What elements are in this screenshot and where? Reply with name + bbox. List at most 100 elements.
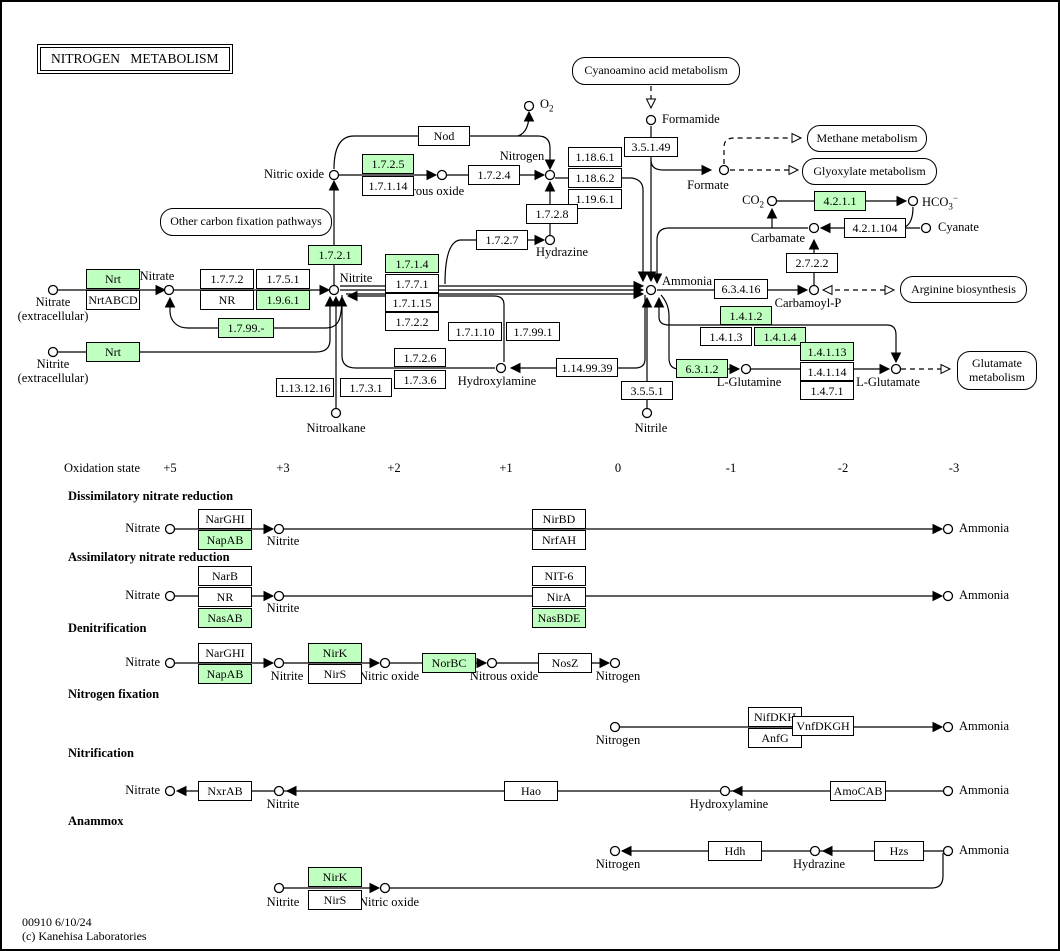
compound-node-hco[interactable]	[907, 195, 919, 207]
enzyme-box-nasab[interactable]: NasAB	[198, 608, 252, 628]
compound-node-nitrogen[interactable]	[609, 845, 621, 857]
enzyme-box-1-7-2-2[interactable]: 1.7.2.2	[385, 312, 439, 331]
compound-node-hydrazine[interactable]	[809, 845, 821, 857]
enzyme-box-1-7-7-1[interactable]: 1.7.7.1	[385, 274, 439, 293]
compound-node-nitrite[interactable]	[273, 523, 285, 535]
enzyme-box-1-19-6-1[interactable]: 1.19.6.1	[568, 189, 622, 209]
pathway-link-glutamate-metabolism[interactable]: Glutamate metabolism	[957, 351, 1037, 390]
compound-node-ammonia[interactable]	[942, 523, 954, 535]
enzyme-box-1-4-1-14[interactable]: 1.4.1.14	[800, 362, 854, 381]
enzyme-box-nrt[interactable]: Nrt	[86, 342, 140, 362]
compound-node-l-glutamate[interactable]	[890, 363, 902, 375]
compound-node-formate[interactable]	[718, 164, 730, 176]
compound-node-nitrite[interactable]	[273, 785, 285, 797]
enzyme-box-2-7-2-2[interactable]: 2.7.2.2	[786, 253, 838, 273]
compound-node-nitrate[interactable]	[164, 657, 176, 669]
enzyme-box-narghi[interactable]: NarGHI	[198, 643, 252, 663]
compound-node-nitric-oxide[interactable]	[379, 882, 391, 894]
enzyme-box-1-7-99[interactable]: 1.7.99.-	[218, 318, 274, 338]
compound-node-o[interactable]	[523, 100, 535, 112]
enzyme-box-1-7-2-7[interactable]: 1.7.2.7	[476, 230, 528, 250]
compound-node-carbamoyl-p[interactable]	[808, 284, 820, 296]
pathway-link-methane-metabolism[interactable]: Methane metabolism	[807, 125, 927, 152]
enzyme-box-3-5-1-49[interactable]: 3.5.1.49	[624, 137, 678, 157]
enzyme-box-1-7-7-2[interactable]: 1.7.7.2	[200, 269, 254, 289]
compound-node-nitrite[interactable]	[273, 882, 285, 894]
enzyme-box-1-4-1-3[interactable]: 1.4.1.3	[700, 327, 752, 346]
enzyme-box-nasbde[interactable]: NasBDE	[532, 608, 586, 628]
enzyme-box-narb[interactable]: NarB	[198, 566, 252, 586]
compound-node-ammonia[interactable]	[942, 845, 954, 857]
enzyme-box-4-2-1-1[interactable]: 4.2.1.1	[814, 191, 866, 211]
enzyme-box-4-2-1-104[interactable]: 4.2.1.104	[844, 218, 906, 238]
enzyme-box-narghi[interactable]: NarGHI	[198, 509, 252, 529]
compound-node-formamide[interactable]	[645, 114, 657, 126]
enzyme-box-1-18-6-1[interactable]: 1.18.6.1	[568, 147, 622, 167]
enzyme-box-vnfdkgh[interactable]: VnfDKGH	[792, 716, 854, 736]
enzyme-box-nxrab[interactable]: NxrAB	[198, 781, 252, 801]
enzyme-box-nr[interactable]: NR	[200, 290, 254, 310]
pathway-link-cyanoamino-acid-metabolism[interactable]: Cyanoamino acid metabolism	[572, 57, 740, 85]
enzyme-box-napab[interactable]: NapAB	[198, 664, 252, 684]
compound-node-nitrogen[interactable]	[609, 657, 621, 669]
enzyme-box-3-5-5-1[interactable]: 3.5.5.1	[621, 381, 673, 400]
enzyme-box-1-7-2-5[interactable]: 1.7.2.5	[362, 154, 414, 174]
enzyme-box-nr[interactable]: NR	[198, 587, 252, 607]
pathway-link-arginine-biosynthesis[interactable]: Arginine biosynthesis	[900, 276, 1027, 303]
enzyme-box-1-7-1-15[interactable]: 1.7.1.15	[385, 293, 439, 312]
enzyme-box-1-7-1-4[interactable]: 1.7.1.4	[385, 254, 439, 273]
compound-node-nitrate[interactable]	[164, 523, 176, 535]
enzyme-box-1-7-99-1[interactable]: 1.7.99.1	[506, 322, 560, 341]
compound-node-nitroalkane[interactable]	[330, 407, 342, 419]
enzyme-box-nirk[interactable]: NirK	[308, 643, 362, 663]
compound-node-nitrate[interactable]	[164, 590, 176, 602]
enzyme-box-1-7-2-6[interactable]: 1.7.2.6	[394, 348, 446, 367]
compound-node-nitrite[interactable]	[328, 284, 340, 296]
enzyme-box-nrfah[interactable]: NrfAH	[532, 530, 586, 550]
enzyme-box-1-18-6-2[interactable]: 1.18.6.2	[568, 168, 622, 188]
compound-node-nitrous-oxide[interactable]	[486, 657, 498, 669]
enzyme-box-nirs[interactable]: NirS	[308, 890, 362, 910]
enzyme-box-6-3-1-2[interactable]: 6.3.1.2	[676, 359, 728, 378]
enzyme-box-6-3-4-16[interactable]: 6.3.4.16	[714, 279, 768, 299]
compound-node-ammonia[interactable]	[942, 785, 954, 797]
enzyme-box-1-7-3-1[interactable]: 1.7.3.1	[340, 378, 392, 397]
compound-node-nitric-oxide[interactable]	[328, 169, 340, 181]
compound-node-cyanate[interactable]	[920, 222, 932, 234]
enzyme-box-nod[interactable]: Nod	[418, 126, 470, 146]
enzyme-box-1-7-1-14[interactable]: 1.7.1.14	[362, 176, 414, 196]
enzyme-box-1-9-6-1[interactable]: 1.9.6.1	[256, 290, 310, 310]
enzyme-box-1-7-2-4[interactable]: 1.7.2.4	[468, 165, 520, 185]
compound-node-nitrate[interactable]	[164, 785, 176, 797]
enzyme-box-1-7-2-8[interactable]: 1.7.2.8	[526, 204, 578, 224]
compound-node-hydroxylamine[interactable]	[495, 362, 507, 374]
enzyme-box-1-7-2-1[interactable]: 1.7.2.1	[308, 245, 362, 265]
enzyme-box-nit-6[interactable]: NIT-6	[532, 566, 586, 586]
enzyme-box-1-13-12-16[interactable]: 1.13.12.16	[276, 378, 334, 397]
enzyme-box-norbc[interactable]: NorBC	[422, 653, 476, 673]
enzyme-box-nosz[interactable]: NosZ	[538, 653, 592, 673]
compound-node-nitrogen[interactable]	[544, 169, 556, 181]
compound-node-hydroxylamine[interactable]	[719, 785, 731, 797]
enzyme-box-1-4-1-4[interactable]: 1.4.1.4	[754, 327, 806, 346]
compound-node-l-glutamine[interactable]	[740, 363, 752, 375]
enzyme-box-1-4-1-2[interactable]: 1.4.1.2	[720, 306, 772, 325]
pathway-link-glyoxylate-metabolism[interactable]: Glyoxylate metabolism	[802, 158, 937, 185]
enzyme-box-nirs[interactable]: NirS	[308, 664, 362, 684]
compound-node-ammonia[interactable]	[942, 590, 954, 602]
enzyme-box-1-14-99-39[interactable]: 1.14.99.39	[556, 358, 618, 377]
compound-node-co[interactable]	[766, 195, 778, 207]
compound-node-carbamate[interactable]	[808, 222, 820, 234]
enzyme-box-napab[interactable]: NapAB	[198, 530, 252, 550]
enzyme-box-anfg[interactable]: AnfG	[748, 728, 802, 748]
enzyme-box-1-7-3-6[interactable]: 1.7.3.6	[394, 370, 446, 389]
enzyme-box-1-4-7-1[interactable]: 1.4.7.1	[800, 381, 854, 400]
compound-node-ammonia[interactable]	[645, 284, 657, 296]
enzyme-box-nirbd[interactable]: NirBD	[532, 509, 586, 529]
enzyme-box-nrt[interactable]: Nrt	[86, 269, 140, 289]
compound-node-nitrile[interactable]	[641, 407, 653, 419]
compound-node-nitrate[interactable]	[163, 284, 175, 296]
compound-node-nitric-oxide[interactable]	[379, 657, 391, 669]
compound-node-ammonia[interactable]	[942, 721, 954, 733]
enzyme-box-hzs[interactable]: Hzs	[874, 841, 924, 861]
